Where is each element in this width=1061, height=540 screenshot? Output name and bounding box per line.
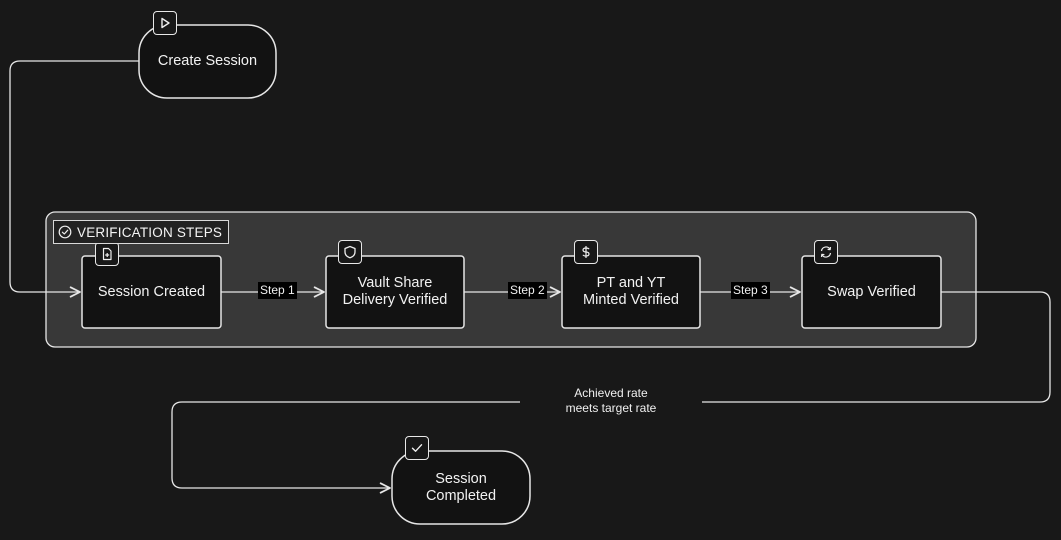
create-session-text: Create Session: [157, 53, 258, 69]
dollar-icon: [574, 240, 598, 264]
pt-yt-label: PT and YT Minted Verified: [562, 256, 700, 328]
shield-icon: [338, 240, 362, 264]
swap-verified-label: Swap Verified: [802, 256, 941, 328]
node-session-completed[interactable]: [391, 450, 531, 525]
check-circle-icon: [58, 225, 72, 239]
session-created-text: Session Created: [97, 283, 206, 300]
condition-label: Achieved rate meets target rate: [520, 386, 702, 416]
group-title-label: VERIFICATION STEPS: [77, 224, 223, 240]
swap-verified-text: Swap Verified: [827, 283, 916, 300]
condition-line2: meets target rate: [565, 401, 657, 415]
create-session-label: Create Session: [139, 25, 276, 98]
step2-label: Step 2: [508, 282, 547, 299]
step1-label: Step 1: [258, 282, 297, 299]
check-icon: [405, 436, 429, 460]
step3-label: Step 3: [731, 282, 770, 299]
vault-share-line2: Delivery Verified: [342, 292, 448, 308]
play-icon: [153, 11, 177, 35]
node-vault-share[interactable]: [325, 255, 465, 329]
edge-create-to-session-created: [9, 60, 139, 298]
node-session-created[interactable]: [81, 255, 222, 329]
vault-share-line1: Vault Share: [357, 275, 433, 291]
session-created-label: Session Created: [82, 256, 221, 328]
node-swap-verified[interactable]: [801, 255, 942, 329]
vault-share-label: Vault Share Delivery Verified: [326, 256, 464, 328]
session-completed-line2: Completed: [425, 487, 497, 504]
condition-line1: Achieved rate: [574, 386, 648, 400]
group-title: VERIFICATION STEPS: [53, 220, 230, 244]
session-completed-label: Session Completed: [392, 451, 530, 524]
session-completed-line1: Session: [435, 470, 487, 487]
pt-yt-line1: PT and YT: [596, 275, 666, 291]
pt-yt-line2: Minted Verified: [583, 292, 679, 308]
node-pt-yt[interactable]: [561, 255, 701, 329]
file-plus-icon: [95, 242, 119, 266]
node-create-session[interactable]: [138, 24, 277, 99]
refresh-icon: [814, 240, 838, 264]
verification-steps-group: [45, 211, 977, 348]
